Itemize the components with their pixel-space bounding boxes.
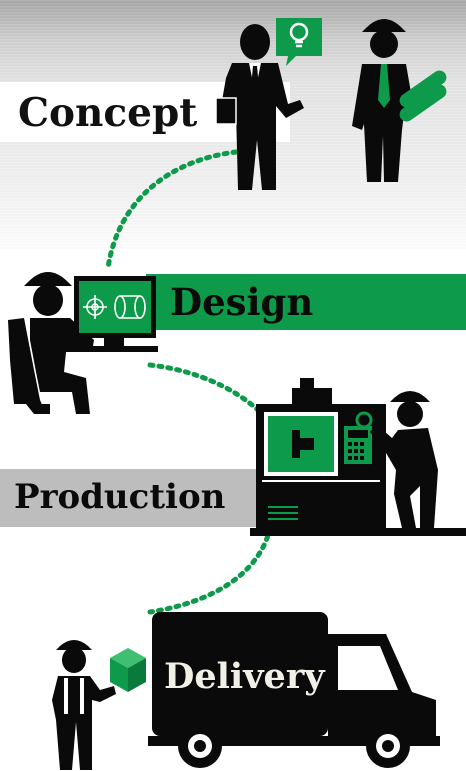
businessman-figure — [215, 24, 304, 190]
cylinder-icon — [114, 295, 146, 319]
lightbulb-icon — [289, 22, 309, 48]
cnc-machine — [250, 378, 466, 536]
idea-speech-bubble — [276, 18, 322, 66]
dotted-connector-production-delivery — [147, 525, 273, 615]
delivery-label-panel — [163, 656, 311, 704]
delivery-worker-figure — [52, 640, 116, 770]
design-band — [146, 274, 466, 330]
delivery-label: Delivery — [164, 656, 325, 697]
designer-figure — [8, 272, 94, 414]
dotted-connector-concept-design — [105, 149, 239, 271]
box-icon — [110, 648, 146, 692]
dotted-connector-design-production — [147, 362, 263, 415]
engineer-figure — [352, 19, 447, 182]
production-band — [0, 469, 258, 527]
rolled-plans-icon — [399, 70, 447, 122]
crosshair-icon — [83, 295, 107, 319]
computer-monitor — [70, 276, 158, 352]
production-label: Production — [14, 477, 226, 517]
design-label: Design — [170, 280, 314, 324]
control-panel-icon — [344, 426, 372, 464]
operator-figure — [370, 391, 438, 528]
concept-label: Concept — [18, 90, 198, 136]
